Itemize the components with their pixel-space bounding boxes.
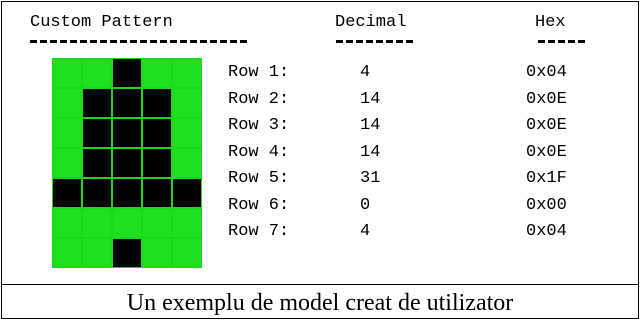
header-underline-hex (538, 40, 588, 43)
pixel-on (52, 178, 82, 208)
pixel-off (82, 58, 112, 88)
pixel-on (112, 88, 142, 118)
pixel-off (52, 58, 82, 88)
row-label: Row 3: (228, 116, 290, 135)
row-hex: 0x1F (526, 169, 567, 188)
row-decimal: 4 (360, 63, 371, 82)
pixel-on (142, 118, 172, 148)
pixel-on (112, 148, 142, 178)
header-hex: Hex (535, 13, 566, 32)
row-label: Row 2: (228, 89, 290, 109)
pixel-on (112, 58, 142, 88)
row-hex: 0x0E (526, 116, 567, 135)
row-hex: 0x04 (526, 222, 567, 241)
pixel-off (52, 88, 82, 118)
row-decimal: 14 (360, 89, 381, 109)
pixel-off (172, 238, 202, 268)
header-underline-pattern (30, 40, 250, 43)
pixel-on (112, 238, 142, 268)
header-decimal: Decimal (335, 13, 407, 32)
pixel-on (142, 178, 172, 208)
row-decimal: 31 (360, 169, 381, 188)
row-decimal: 0 (360, 195, 371, 215)
pixel-off (52, 118, 82, 148)
pixel-off (52, 238, 82, 268)
pixel-on (82, 178, 112, 208)
pixel-pattern-grid (52, 58, 202, 268)
pixel-off (142, 58, 172, 88)
pixel-on (112, 178, 142, 208)
header-custom-pattern: Custom Pattern (30, 13, 173, 32)
row-label: Row 5: (228, 169, 290, 188)
row-hex: 0x00 (526, 195, 567, 215)
pixel-off (172, 118, 202, 148)
row-hex: 0x0E (526, 142, 567, 162)
figure-caption: Un exemplu de model creat de utilizator (126, 290, 514, 316)
pixel-off (82, 208, 112, 238)
pixel-on (112, 118, 142, 148)
pixel-off (142, 208, 172, 238)
row-hex: 0x0E (526, 89, 567, 109)
pixel-off (172, 88, 202, 118)
pixel-off (172, 208, 202, 238)
pixel-off (112, 208, 142, 238)
row-hex: 0x04 (526, 63, 567, 82)
pixel-on (82, 148, 112, 178)
header-underline-decimal (336, 40, 416, 43)
pixel-on (142, 88, 172, 118)
caption-divider (1, 284, 639, 285)
pixel-on (172, 178, 202, 208)
pixel-off (52, 148, 82, 178)
pixel-on (142, 148, 172, 178)
row-decimal: 14 (360, 142, 381, 162)
pixel-off (142, 238, 172, 268)
row-label: Row 7: (228, 222, 290, 241)
row-decimal: 14 (360, 116, 381, 135)
row-decimal: 4 (360, 222, 371, 241)
pixel-off (172, 58, 202, 88)
row-label: Row 1: (228, 63, 290, 82)
pixel-off (52, 208, 82, 238)
pixel-on (82, 118, 112, 148)
pixel-off (82, 238, 112, 268)
pixel-on (82, 88, 112, 118)
row-label: Row 4: (228, 142, 290, 162)
row-label: Row 6: (228, 195, 290, 215)
pixel-off (172, 148, 202, 178)
